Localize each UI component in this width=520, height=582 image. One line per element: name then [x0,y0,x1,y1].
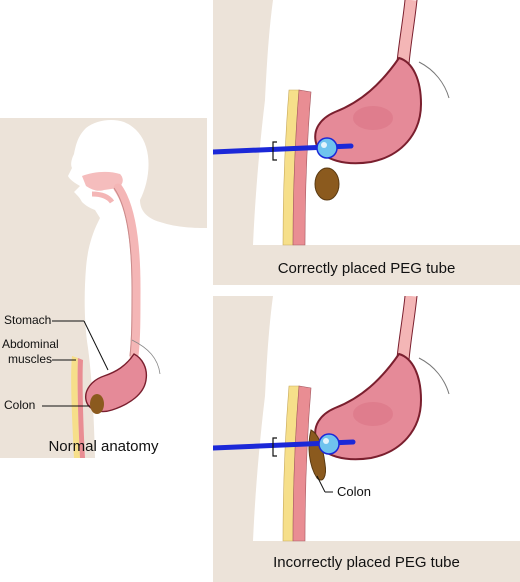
abdominal-muscle-pink [292,385,312,542]
caption-incorrect-placement: Incorrectly placed PEG tube [273,554,460,571]
incorrect-placement-panel: Colon Incorrectly placed PEG tube [213,296,520,582]
incorrect-placement-illustration [213,296,520,542]
label-colon-incorrect: Colon [337,484,371,499]
esophagus [113,183,141,361]
label-abdominal-muscles-line2: muscles [8,352,53,366]
external-bolster [272,141,277,161]
internal-bulb [316,137,338,159]
external-bolster [272,437,277,457]
label-stomach: Stomach [4,313,52,327]
label-abdominal-muscles-line1: Abdominal [2,337,59,351]
colon-shape [314,167,340,201]
correct-placement-panel: Correctly placed PEG tube [213,0,520,285]
abdominal-muscle-yellow [71,356,80,458]
airway [82,171,123,191]
abdominal-muscle-pink [77,358,85,458]
normal-anatomy-illustration [42,118,207,458]
esophagus [397,296,417,359]
label-colon: Colon [4,398,36,412]
abdominal-muscle-pink [292,89,312,246]
caption-normal-anatomy: Normal anatomy [48,438,159,455]
normal-anatomy-panel: Stomach Abdominal muscles Colon Normal a… [0,118,207,458]
colon-shape [90,394,104,414]
esophagus [397,0,417,63]
correct-placement-illustration [213,0,520,246]
internal-bulb [318,433,340,455]
caption-correct-placement: Correctly placed PEG tube [277,260,456,277]
